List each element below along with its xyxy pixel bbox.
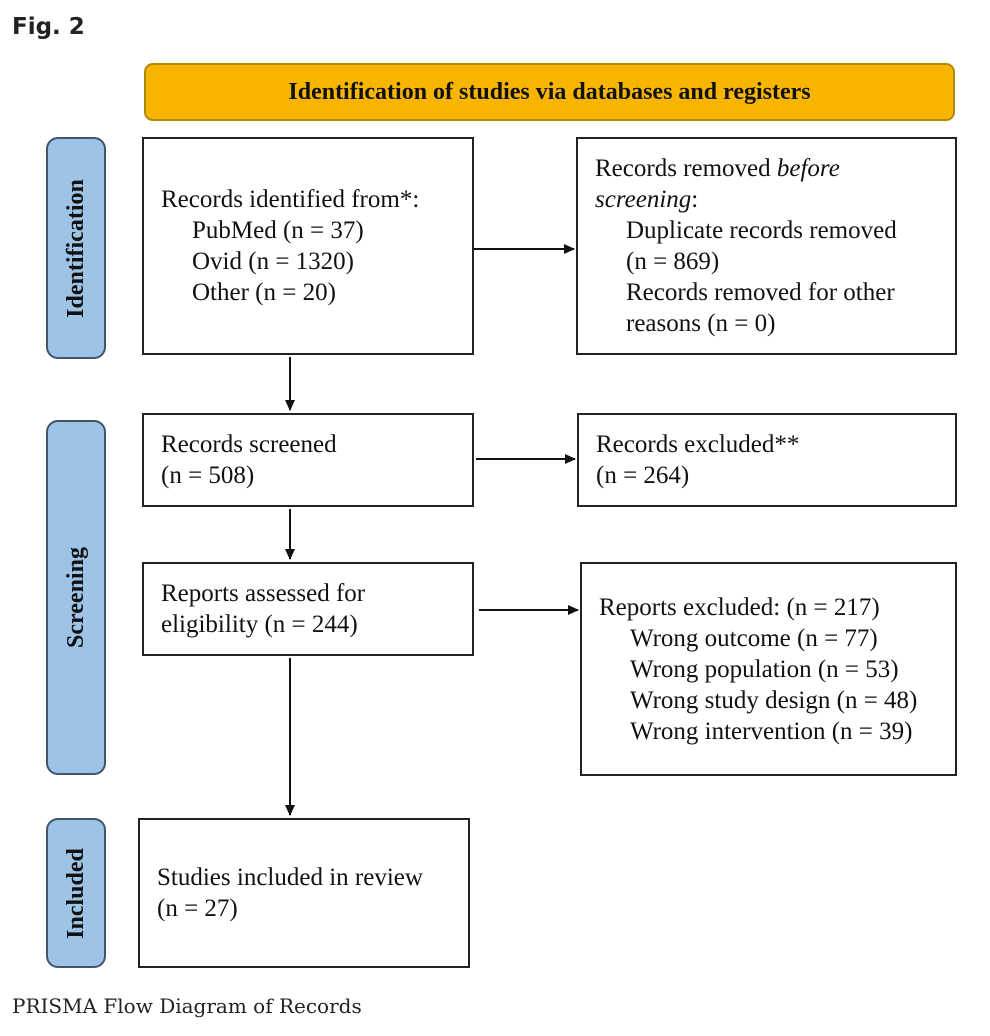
studies-included-label: Studies included in review (157, 864, 423, 891)
figure-label: Fig. 2 (12, 14, 85, 40)
reports-assessed-label: Reports assessed for (161, 580, 366, 607)
reports-assessed-count: eligibility (n = 244) (161, 611, 358, 638)
source-ovid: Ovid (n = 1320) (192, 248, 354, 275)
records-excluded-box: Records excluded** (n = 264) (577, 413, 957, 507)
records-removed-heading-line2-italic: screening (595, 186, 692, 213)
records-removed-heading-line2: screening: (595, 184, 955, 215)
identification-banner: Identification of studies via databases … (144, 63, 955, 121)
source-pubmed: PubMed (n = 37) (192, 217, 364, 244)
reports-assessed-box: Reports assessed for eligibility (n = 24… (142, 562, 474, 656)
records-screened-box: Records screened (n = 508) (142, 413, 474, 507)
wrong-study-design: Wrong study design (n = 48) (630, 686, 918, 714)
stage-identification: Identification (46, 137, 106, 359)
records-removed-heading-line1: Records removed before (595, 153, 955, 184)
records-excluded-count: (n = 264) (596, 462, 690, 489)
records-removed-heading-prefix: Records removed (595, 155, 777, 182)
figure-caption: PRISMA Flow Diagram of Records (12, 994, 362, 1018)
source-other: Other (n = 20) (192, 279, 336, 306)
records-removed-heading-line2-suffix: : (691, 186, 699, 213)
duplicates-count: (n = 869) (626, 248, 720, 275)
reports-excluded-heading: Reports excluded: (n = 217) (599, 593, 880, 621)
studies-included-box: Studies included in review (n = 27) (138, 818, 470, 968)
wrong-outcome: Wrong outcome (n = 77) (630, 624, 878, 652)
duplicates-label: Duplicate records removed (626, 217, 897, 244)
records-screened-label: Records screened (161, 431, 337, 458)
studies-included-count: (n = 27) (157, 895, 238, 922)
records-excluded-label: Records excluded** (596, 431, 800, 458)
records-identified-heading: Records identified from*: (161, 186, 420, 213)
other-removed-label: Records removed for other (626, 279, 895, 306)
stage-included: Included (46, 818, 106, 968)
stage-screening: Screening (46, 420, 106, 775)
reports-excluded-box: Reports excluded: (n = 217) Wrong outcom… (580, 562, 957, 776)
wrong-intervention: Wrong intervention (n = 39) (630, 717, 913, 745)
records-removed-heading-italic: before (776, 155, 840, 182)
banner-text: Identification of studies via databases … (288, 78, 811, 105)
records-identified-box: Records identified from*: PubMed (n = 37… (142, 137, 474, 355)
records-screened-count: (n = 508) (161, 462, 255, 489)
other-removed-count: reasons (n = 0) (626, 310, 776, 337)
records-removed-box: Records removed before screening: Duplic… (576, 137, 957, 355)
wrong-population: Wrong population (n = 53) (630, 655, 899, 683)
